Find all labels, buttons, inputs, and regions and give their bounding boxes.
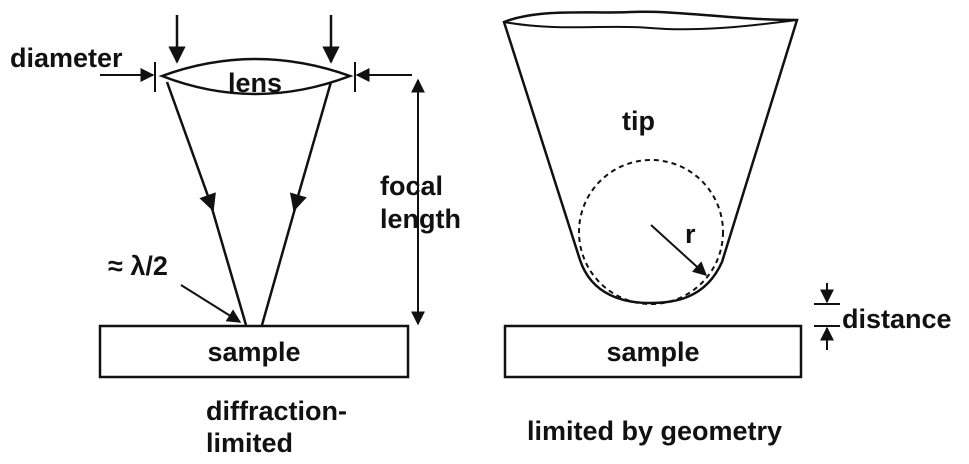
tip-outline xyxy=(502,10,799,305)
tip-label: tip xyxy=(622,106,655,136)
distance-label: distance xyxy=(842,304,952,334)
sample-label-right: sample xyxy=(606,337,699,367)
left-panel: lens diameter focal length ≈ λ/2 sample … xyxy=(10,15,461,458)
tip-radius-circle xyxy=(578,159,724,305)
radius-label: r xyxy=(685,219,696,249)
converging-ray-left xyxy=(165,81,216,212)
focal-label-line1: focal xyxy=(380,171,443,201)
caption-left-line2: limited xyxy=(206,428,293,458)
converging-ray-right xyxy=(289,81,333,212)
caption-left-line1: diffraction- xyxy=(206,396,347,426)
focal-label-line2: length xyxy=(380,204,461,234)
sample-box-left xyxy=(98,324,410,379)
tip-top-edge xyxy=(503,19,798,31)
lens-shape xyxy=(158,57,354,96)
sample-box-right xyxy=(503,324,803,379)
converging-ray-left-lower xyxy=(209,204,248,326)
converging-ray-right-lower xyxy=(260,204,298,326)
right-panel: tip r distance sample limited by geometr… xyxy=(502,10,952,446)
spot-size-label: ≈ λ/2 xyxy=(108,251,168,281)
diameter-label: diameter xyxy=(10,43,123,73)
lens-label: lens xyxy=(228,68,282,98)
sample-label-left: sample xyxy=(207,337,300,367)
spot-size-arrow xyxy=(180,284,242,323)
radius-arrow xyxy=(650,224,708,276)
caption-right: limited by geometry xyxy=(527,416,782,446)
